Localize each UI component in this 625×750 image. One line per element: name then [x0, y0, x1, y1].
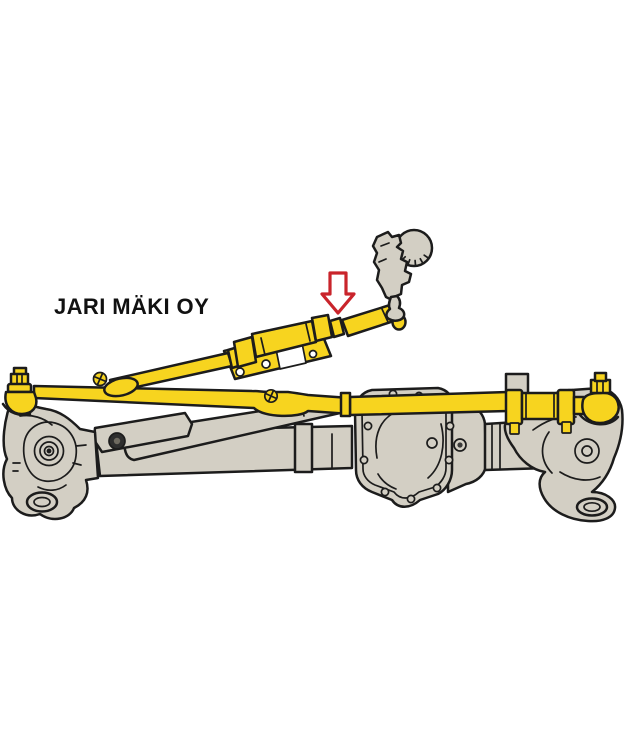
tie-rod-assembly: [1, 366, 620, 435]
diff-fill-plug-icon: [426, 437, 438, 449]
left-tre-lip: [1, 402, 32, 417]
grease-fitting-icon: [92, 371, 108, 387]
drag-link-assembly: [92, 303, 407, 398]
steering-gearbox-icon: [371, 230, 413, 301]
tie-rod-icon: [32, 384, 352, 418]
right-tre-lip: [578, 413, 620, 426]
bracket-hole-icon: [308, 349, 318, 359]
drag-adjuster-left-clamp-icon: [232, 335, 258, 369]
right-tie-rod-end-icon: [581, 391, 620, 425]
right-adjuster-right-clamp-icon: [556, 388, 576, 426]
right-lower-balljoint-ring: [583, 501, 601, 513]
pitman-arm-icon: [385, 294, 406, 322]
steering-gearbox-assembly: [371, 228, 434, 322]
right-lower-balljoint-icon: [575, 497, 609, 517]
track-bar-bolt-center: [113, 437, 121, 445]
tie-rod-tube-icon: [348, 390, 510, 417]
left-lower-balljoint-icon: [25, 491, 59, 513]
right-tre-nut-cap: [593, 371, 608, 383]
right-hub-rings-icon: [574, 438, 600, 464]
diff-drain-plug-center: [457, 442, 463, 448]
clamp-bolt-icon: [509, 422, 520, 435]
drag-link-end-icon: [103, 376, 139, 398]
bracket-hole-icon: [235, 367, 245, 377]
bracket-hole-icon: [261, 359, 271, 369]
right-adjuster-sleeve-icon: [520, 391, 560, 421]
brand-text: JARI MÄKI OY: [54, 294, 210, 319]
left-lower-balljoint-ring: [33, 496, 51, 508]
left-axle-tube-collar-icon: [293, 422, 314, 474]
drag-adjuster-right-clamp-icon: [310, 313, 334, 343]
right-adjuster-left-clamp-icon: [504, 388, 524, 426]
tie-rod-collar-icon: [339, 391, 352, 418]
clamp-bolt-icon: [561, 421, 572, 434]
drag-link-ring: [328, 316, 346, 339]
left-steering-knuckle-icon: [2, 392, 100, 521]
grease-fitting-icon: [263, 388, 279, 404]
left-hub-rings-icon: [33, 435, 65, 467]
down-arrow-annotation: [320, 271, 356, 315]
